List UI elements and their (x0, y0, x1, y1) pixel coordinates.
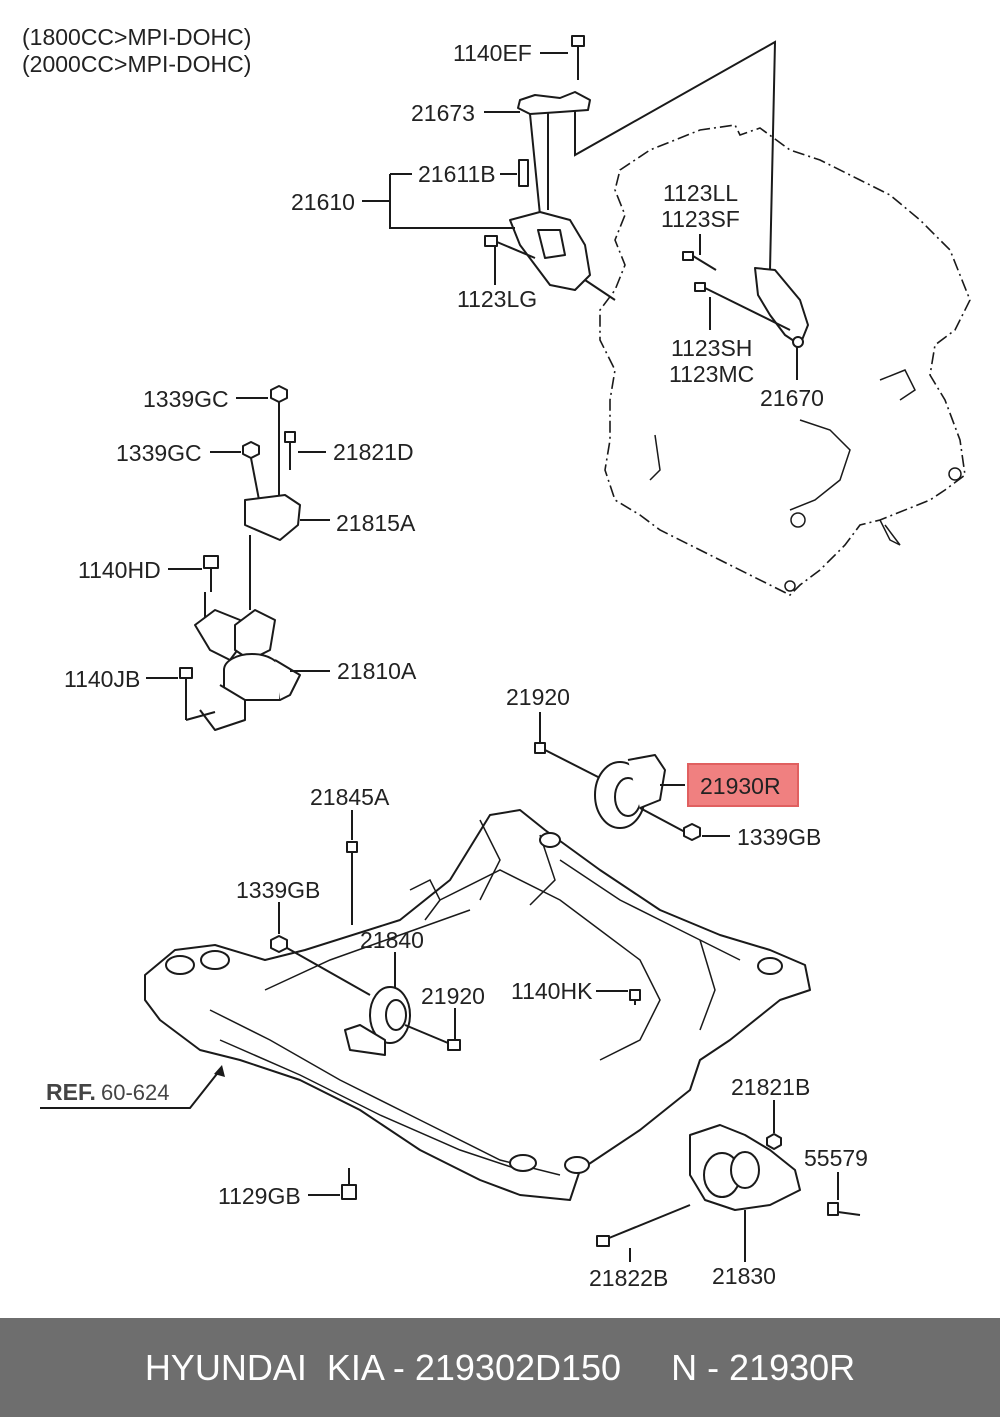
label-1339gb-left: 1339GB (236, 877, 320, 903)
front-subframe (144, 809, 811, 1201)
label-1140hd: 1140HD (78, 557, 161, 583)
label-21920-top: 21920 (506, 684, 570, 710)
label-21845a: 21845A (310, 784, 390, 810)
mount-21830 (341, 1124, 861, 1247)
parts-diagram: (1800CC>MPI-DOHC) (2000CC>MPI-DOHC) (22, 24, 971, 1291)
engine-mount-bracket-21610 (484, 35, 777, 301)
label-21611b: 21611B (418, 161, 496, 187)
label-1140jb: 1140JB (64, 666, 140, 692)
label-21815a: 21815A (336, 510, 416, 536)
label-21821b: 21821B (731, 1074, 810, 1100)
label-1140hk: 1140HK (511, 978, 593, 1004)
label-21821d: 21821D (333, 439, 414, 465)
part-labels: 1140EF 21673 21611B 21610 1123LG 1123LL … (46, 40, 868, 1291)
part-number-footer: HYUNDAI KIA - 219302D150 N - 21930R (0, 1318, 1000, 1417)
label-21840: 21840 (360, 927, 424, 953)
label-21822b: 21822B (589, 1265, 668, 1291)
label-1339gb-top: 1339GB (737, 824, 821, 850)
highlight-box-21930r (687, 763, 799, 807)
variant-1800cc: (1800CC>MPI-DOHC) (22, 24, 251, 50)
mount-21930r (534, 742, 701, 841)
label-21610: 21610 (291, 189, 355, 215)
label-1129gb: 1129GB (218, 1183, 301, 1209)
label-1339gc-upper: 1339GC (143, 386, 229, 412)
label-21810a: 21810A (337, 658, 417, 684)
variant-2000cc: (2000CC>MPI-DOHC) (22, 51, 251, 77)
label-1123ll: 1123LL (663, 180, 738, 206)
label-21673: 21673 (411, 100, 475, 126)
engine-mount-21810a (179, 385, 301, 731)
label-21670: 21670 (760, 385, 824, 411)
label-1123sf: 1123SF (661, 206, 740, 232)
label-21830: 21830 (712, 1263, 776, 1289)
label-21930r: 21930R (700, 773, 781, 799)
label-1140ef: 1140EF (453, 40, 532, 66)
ref-label: REF. (46, 1079, 96, 1105)
label-55579: 55579 (804, 1145, 868, 1171)
label-1123sh: 1123SH (671, 335, 752, 361)
label-1339gc-lower: 1339GC (116, 440, 202, 466)
ref-number: 60-624 (101, 1080, 170, 1105)
mount-21840 (270, 841, 641, 1056)
label-1123lg: 1123LG (457, 286, 537, 312)
engine-block-outline (599, 124, 971, 596)
label-1123mc: 1123MC (669, 361, 754, 387)
leader-lines (40, 52, 839, 1262)
footer-text: HYUNDAI KIA - 219302D150 N - 21930R (144, 1346, 856, 1388)
engine-bracket-21670 (682, 251, 809, 348)
label-21920-mid: 21920 (421, 983, 485, 1009)
